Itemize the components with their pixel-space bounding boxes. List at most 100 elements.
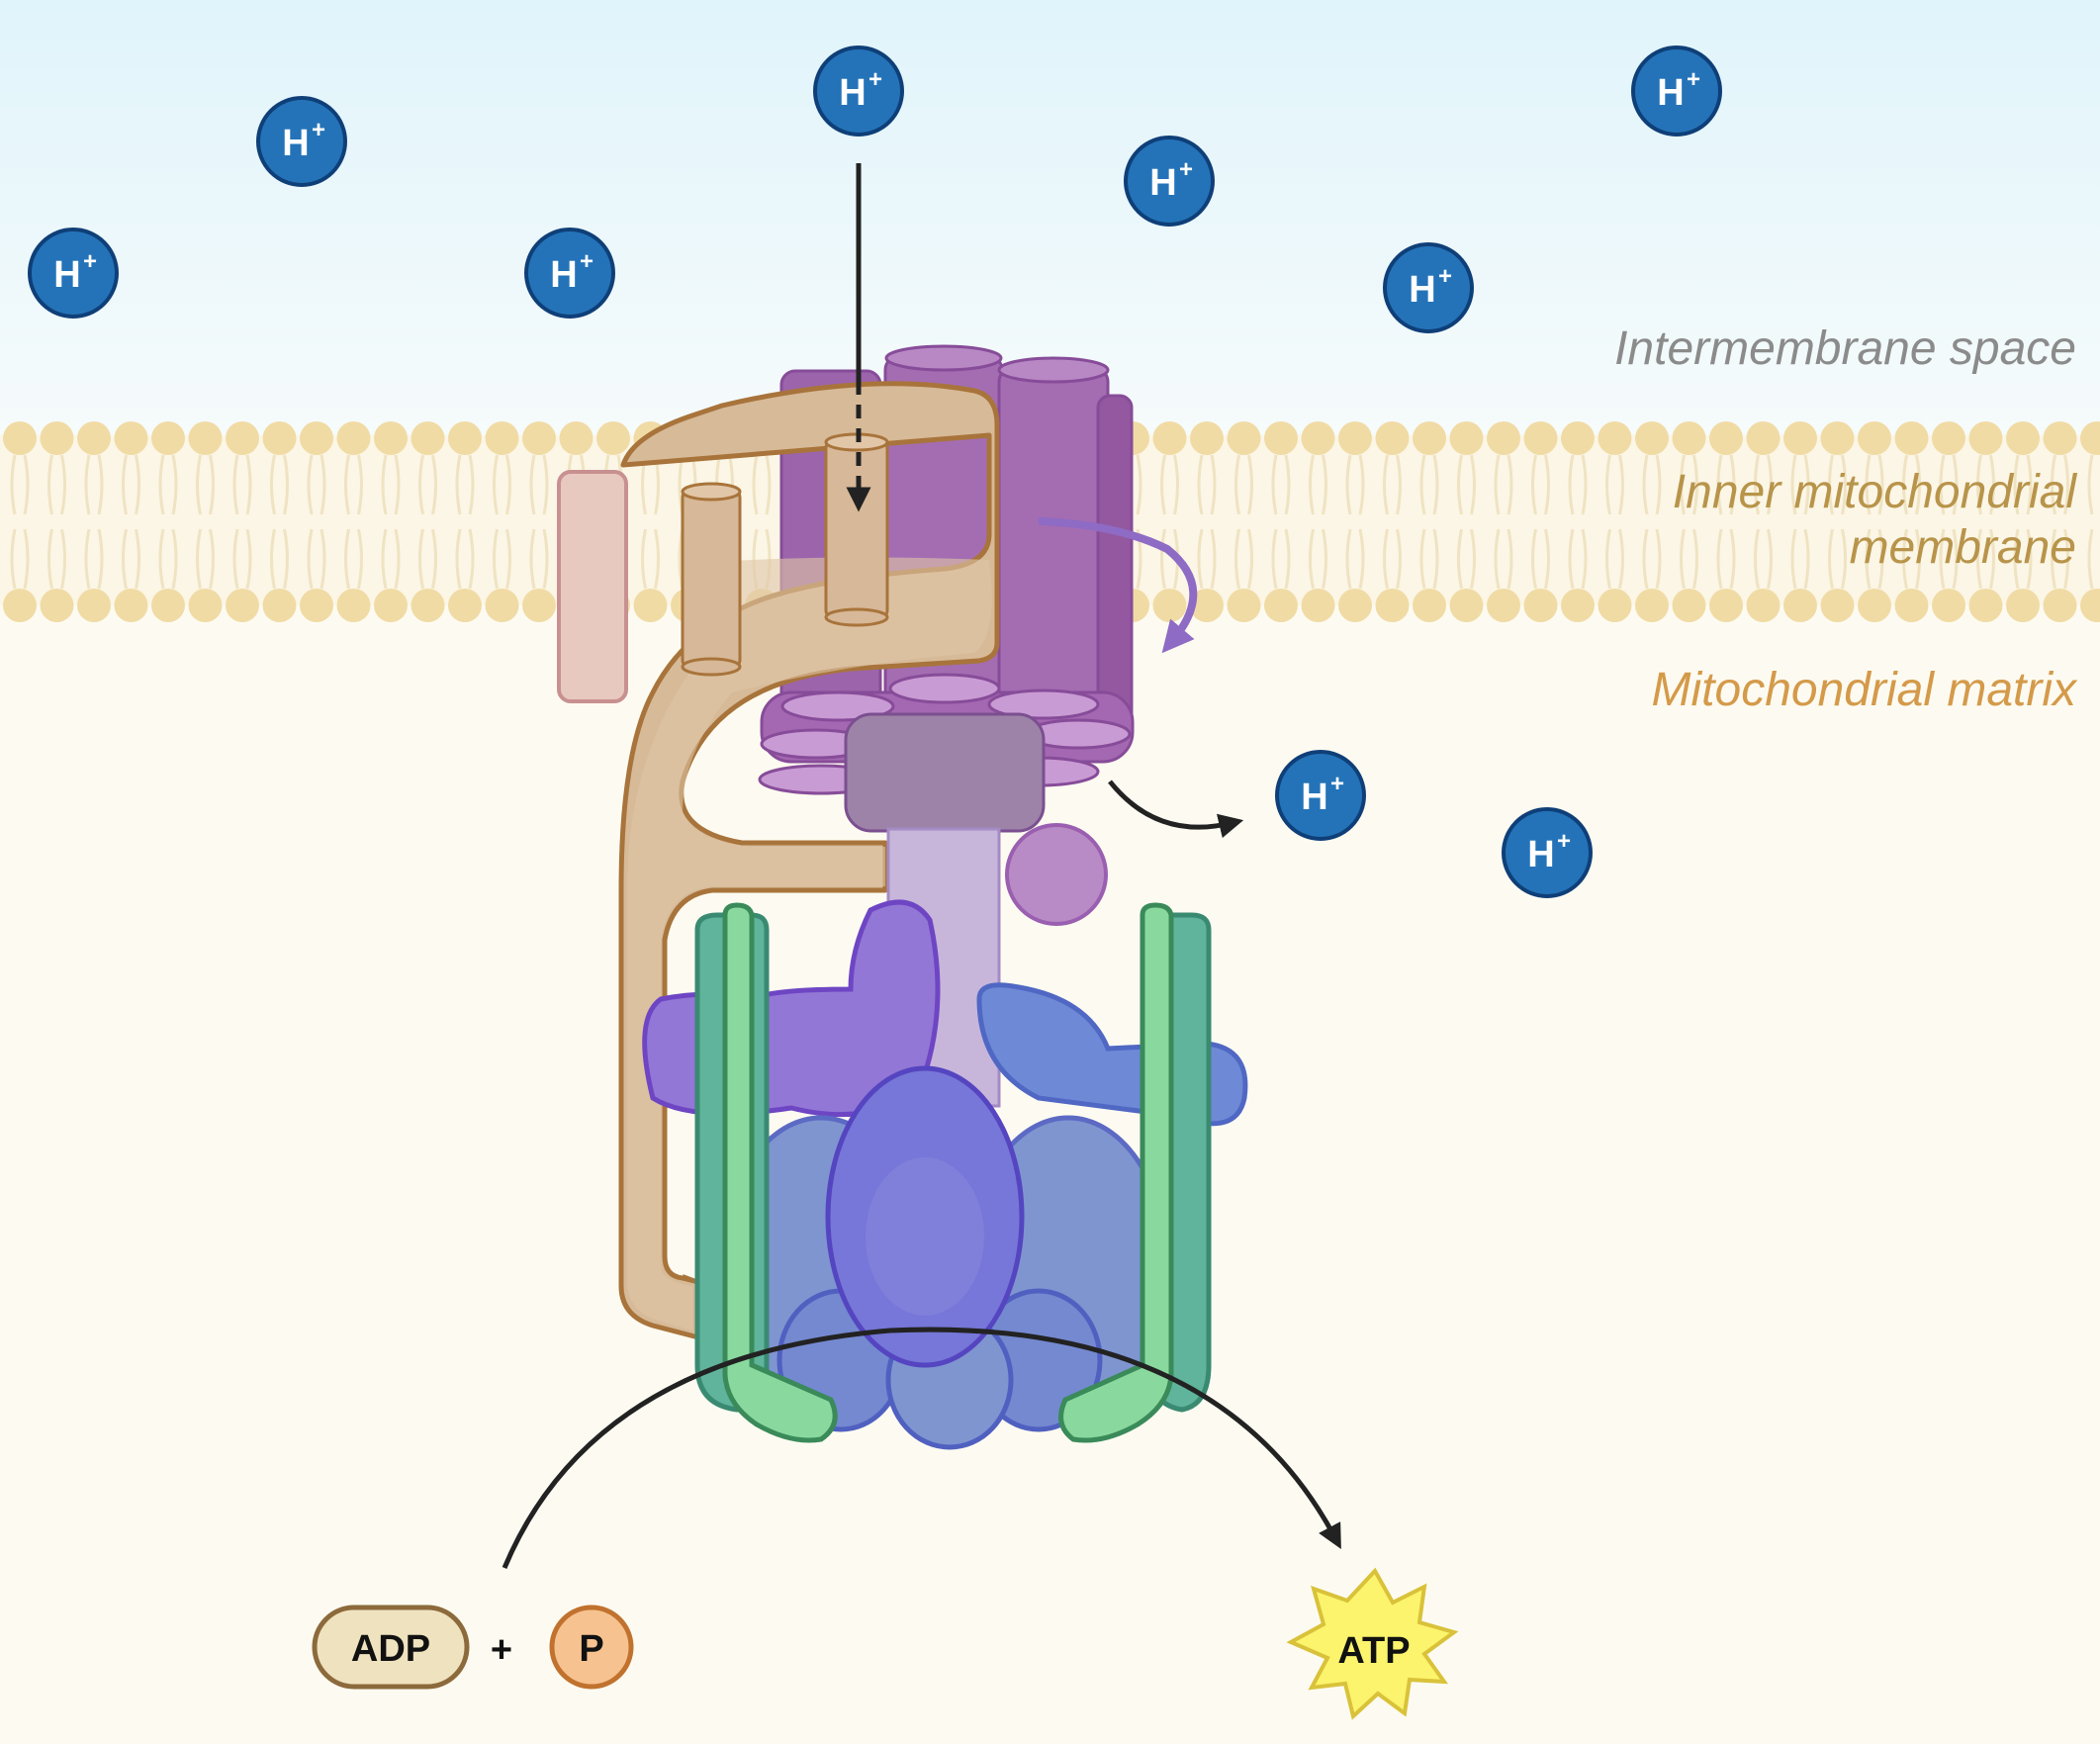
proton-symbol: H <box>282 123 309 164</box>
proton-symbol: H <box>1149 162 1176 204</box>
lipid-tail <box>1345 528 1352 590</box>
lipid-head <box>1709 589 1743 622</box>
lipid-tail <box>1568 454 1575 515</box>
lipid-head <box>411 589 445 622</box>
lipid-tail <box>455 454 462 515</box>
lipid-head <box>1783 589 1817 622</box>
lipid-head <box>1301 589 1335 622</box>
lipid-tail <box>1494 528 1501 590</box>
lipid-tail <box>1828 528 1834 590</box>
lipid-tail <box>1841 528 1847 590</box>
lipid-tail <box>135 454 140 515</box>
delta-subunit <box>1005 823 1108 926</box>
lipid-head <box>559 421 593 455</box>
lipid-tail <box>1322 454 1327 515</box>
lipid-tail <box>10 528 17 590</box>
lipid-head <box>1783 421 1817 455</box>
lipid-head <box>596 421 630 455</box>
lipid-tail <box>1173 454 1179 515</box>
lipid-tail <box>1160 454 1166 515</box>
lipid-tail <box>84 528 91 590</box>
lipid-tail <box>232 528 239 590</box>
lipid-head <box>300 589 333 622</box>
intermembrane-space-label: Intermembrane space <box>1614 322 2076 375</box>
lipid-tail <box>196 454 202 515</box>
lipid-tail <box>2051 454 2056 515</box>
phosphate-molecule: P <box>549 1605 634 1690</box>
proton-charge: + <box>83 248 97 275</box>
lipid-tail <box>1345 454 1352 515</box>
lipid-tail <box>1902 454 1908 515</box>
lipid-tail <box>1716 454 1723 515</box>
proton-symbol: H <box>1527 834 1554 875</box>
inner-mitochondrial-membrane <box>0 421 2100 622</box>
lipid-tail <box>493 528 499 590</box>
lipid-tail <box>1976 454 1982 515</box>
lipid-tail <box>1605 454 1611 515</box>
lipid-head <box>1375 421 1410 455</box>
lipid-head <box>151 589 185 622</box>
lipid-tail <box>1939 454 1946 515</box>
lipid-tail <box>60 454 66 515</box>
lipid-head <box>1635 589 1669 622</box>
lipid-tail <box>1284 528 1291 590</box>
lipid-tail <box>1976 528 1982 590</box>
lipid-tail <box>1494 454 1501 515</box>
lipid-tail <box>1902 528 1908 590</box>
lipid-head <box>1413 589 1446 622</box>
inner-membrane-label-line2: membrane <box>1849 521 2076 574</box>
lipid-tail <box>1470 454 1476 515</box>
proton-ion: H+ <box>1383 242 1474 333</box>
lipid-head <box>1561 589 1595 622</box>
lipid-tail <box>542 454 549 515</box>
lipid-tail <box>344 454 350 515</box>
lipid-head <box>1227 421 1261 455</box>
lipid-tail <box>1396 528 1402 590</box>
lipid-tail <box>1680 454 1686 515</box>
lipid-tail <box>47 528 53 590</box>
lipid-tail <box>1841 454 1847 515</box>
proton-charge: + <box>1438 263 1452 290</box>
lipid-tail <box>2013 454 2020 515</box>
lipid-tail <box>1197 528 1204 590</box>
lipid-tail <box>493 454 499 515</box>
lipid-tail <box>752 454 759 515</box>
lipid-tail <box>1865 454 1872 515</box>
lipid-head <box>114 589 148 622</box>
lipid-tail <box>468 454 475 515</box>
lipid-head <box>226 589 259 622</box>
lipid-tail <box>431 454 437 515</box>
lipid-head <box>1598 589 1632 622</box>
lipid-tail <box>1309 528 1315 590</box>
lipid-tail <box>2087 528 2094 590</box>
lipid-tail <box>1655 454 1662 515</box>
atp-molecule: ATP <box>1286 1567 1459 1720</box>
lipid-head <box>40 589 74 622</box>
lipid-head <box>485 421 519 455</box>
lipid-tail <box>209 454 215 515</box>
lipid-tail <box>1754 528 1760 590</box>
lipid-tail <box>394 454 401 515</box>
lipid-tail <box>1457 454 1463 515</box>
lipid-tail <box>2013 528 2020 590</box>
lipid-tail <box>1989 528 1995 590</box>
lipid-tail <box>158 528 165 590</box>
adp-molecule: ADP <box>312 1605 470 1690</box>
lipid-tail <box>1432 454 1439 515</box>
lipid-head <box>1820 421 1855 455</box>
lipid-tail <box>1432 528 1439 590</box>
lipid-head <box>262 589 297 622</box>
proton-symbol: H <box>53 254 80 296</box>
lipid-tail <box>1383 454 1389 515</box>
lipid-tail <box>2026 454 2033 515</box>
lipid-head <box>1413 421 1446 455</box>
lipid-head <box>262 421 297 455</box>
lipid-tail <box>1470 528 1476 590</box>
lipid-head <box>1858 421 1891 455</box>
lipid-head <box>1301 421 1335 455</box>
lipid-tail <box>357 454 363 515</box>
lipid-tail <box>1803 528 1810 590</box>
lipid-tail <box>122 528 128 590</box>
lipid-tail <box>431 528 437 590</box>
lipid-head <box>114 421 148 455</box>
